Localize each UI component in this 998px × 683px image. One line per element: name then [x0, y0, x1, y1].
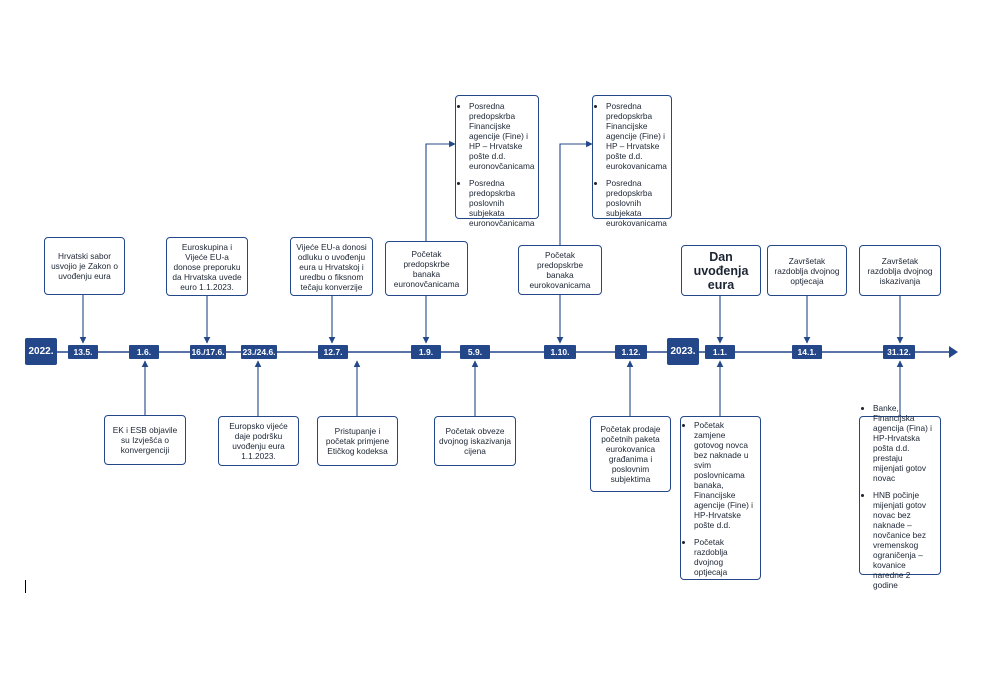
list-item: Banke, Financijska agencija (Fina) i HP-…	[873, 403, 935, 483]
date-marker: 31.12.	[883, 345, 915, 359]
event-text: Pristupanje i početak primjene Etičkog k…	[325, 426, 390, 456]
date-marker: 13.5.	[68, 345, 98, 359]
date-marker: 23./24.6.	[241, 345, 277, 359]
date-marker: 1.9.	[411, 345, 441, 359]
event-box-zavrsetak-iskazivanja: Završetak razdoblja dvojnog iskazivanja	[859, 245, 941, 296]
event-box-prodaja: Početak prodaje početnih paketa eurokova…	[590, 416, 671, 492]
date-marker: 14.1.	[792, 345, 822, 359]
year-marker-2023: 2023.	[667, 338, 699, 365]
event-text: Početak obveze dvojnog iskazivanja cijen…	[439, 426, 511, 456]
list-item: HNB počinje mijenjati gotov novac bez na…	[873, 490, 935, 590]
event-text: Euroskupina i Vijeće EU-a donose preporu…	[172, 241, 242, 292]
event-list: Posredna predopskrba Financijske agencij…	[461, 101, 535, 228]
text-cursor	[25, 580, 26, 593]
list-item: Posredna predopskrba poslovnih subjekata…	[469, 178, 535, 228]
date-marker: 1.1.	[705, 345, 735, 359]
event-text: Dan	[709, 249, 733, 264]
event-box-pocetak-kovanice: Početak predopskrbe banaka eurokovanicam…	[518, 245, 602, 295]
date-marker: 16./17.6.	[190, 345, 226, 359]
event-box-novcanice-list: Posredna predopskrba Financijske agencij…	[455, 95, 539, 228]
event-box-zamjena-list: Početak zamjene gotovog novca bez naknad…	[680, 416, 761, 580]
event-list: Posredna predopskrba Financijske agencij…	[598, 101, 667, 228]
event-box-dan-uvodenja: Dan uvođenja eura	[681, 245, 761, 296]
date-marker: 12.7.	[318, 345, 348, 359]
date-marker: 1.10.	[544, 345, 576, 359]
event-text: Završetak razdoblja dvojnog iskazivanja	[867, 255, 933, 286]
event-text: Vijeće EU-a donosi odluku o uvođenju eur…	[296, 241, 367, 292]
event-box-zavrsetak-optjecaja: Završetak razdoblja dvojnog optjecaja	[767, 245, 847, 296]
event-text: Završetak razdoblja dvojnog optjecaja	[774, 255, 840, 286]
list-item: Posredna predopskrba Financijske agencij…	[606, 101, 667, 171]
event-box-banke-list: Banke, Financijska agencija (Fina) i HP-…	[859, 403, 941, 590]
event-text: Početak predopskrbe banaka eurokovanicam…	[529, 250, 591, 290]
event-list: Početak zamjene gotovog novca bez naknad…	[686, 420, 755, 577]
event-text: Europsko vijeće daje podršku uvođenju eu…	[229, 421, 288, 461]
event-box-obveza: Početak obveze dvojnog iskazivanja cijen…	[434, 416, 516, 466]
date-marker: 1.12.	[615, 345, 647, 359]
list-item: Početak zamjene gotovog novca bez naknad…	[694, 420, 755, 530]
event-box-ek-esb: EK i ESB objavile su Izvješća o konverge…	[104, 415, 186, 465]
date-marker: 5.9.	[460, 345, 490, 359]
event-box-europsko-vijece: Europsko vijeće daje podršku uvođenju eu…	[218, 416, 299, 466]
list-item: Posredna predopskrba poslovnih subjekata…	[606, 178, 667, 228]
event-box-vijece-eu: Vijeće EU-a donosi odluku o uvođenju eur…	[290, 237, 373, 296]
list-item: Početak razdoblja dvojnog optjecaja	[694, 537, 755, 577]
event-text: eura	[707, 277, 735, 292]
event-box-pocetak-novcanice: Početak predopskrbe banaka euronovčanica…	[385, 241, 468, 296]
event-text: Početak predopskrbe banaka euronovčanica…	[393, 248, 460, 289]
event-list: Banke, Financijska agencija (Fina) i HP-…	[865, 403, 935, 590]
event-text: Početak prodaje početnih paketa eurokova…	[600, 424, 661, 484]
year-marker-2022: 2022.	[25, 338, 57, 365]
list-item: Posredna predopskrba Financijske agencij…	[469, 101, 535, 171]
event-box-sabor: Hrvatski sabor usvojio je Zakon o uvođen…	[44, 237, 125, 295]
date-marker: 1.6.	[129, 345, 159, 359]
event-box-kovanice-list: Posredna predopskrba Financijske agencij…	[592, 95, 672, 228]
event-box-euroskupina: Euroskupina i Vijeće EU-a donose preporu…	[166, 237, 248, 296]
event-text: EK i ESB objavile su Izvješća o konverge…	[112, 425, 178, 455]
event-text: Hrvatski sabor usvojio je Zakon o uvođen…	[51, 251, 118, 281]
arrows	[79, 140, 904, 416]
event-box-pristupanje: Pristupanje i početak primjene Etičkog k…	[317, 416, 398, 466]
event-text: uvođenja	[693, 263, 749, 278]
